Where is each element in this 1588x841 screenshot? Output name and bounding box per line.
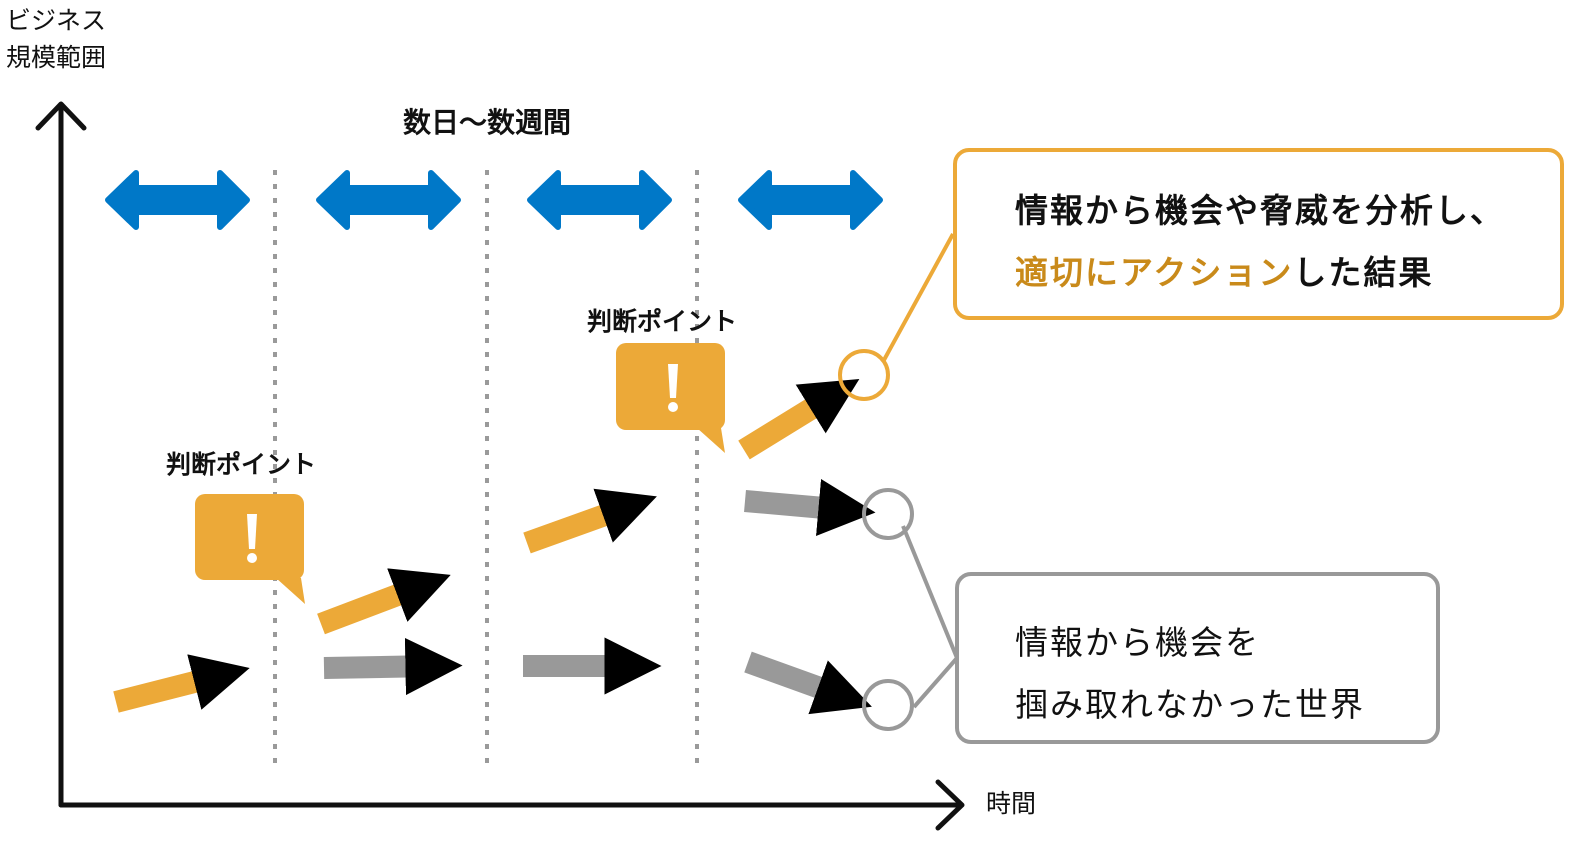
- judgment-point-label-1: 判断ポイント: [166, 450, 317, 479]
- axes: [35, 101, 965, 831]
- success-callout-highlight: 適切にアクション: [1015, 253, 1294, 292]
- success-callout-rest: した結果: [1293, 253, 1434, 292]
- failure-connector-upper: [901, 525, 959, 659]
- judgment-bubble-1: [195, 494, 305, 604]
- failure-callout-line2: 掴み取れなかった世界: [1015, 685, 1365, 724]
- success-circle: [838, 349, 890, 401]
- arrows-orange: [113, 379, 860, 713]
- judgment-point-label-2: 判断ポイント: [587, 307, 738, 336]
- period-double-arrows: [105, 170, 883, 230]
- bubble-tail: [697, 428, 725, 453]
- failure-circle-upper: [862, 488, 914, 540]
- arrows-gray: [323, 478, 876, 715]
- judgment-bubble-2: [616, 343, 725, 453]
- x-axis-label: 時間: [986, 789, 1037, 818]
- exclamation-dot: [247, 553, 257, 563]
- x-axis-arrowhead: [935, 779, 965, 831]
- period-dividers: [273, 170, 699, 765]
- gray-arrow: [744, 651, 872, 715]
- double-arrow-icon: [738, 170, 883, 230]
- failure-callout-line1: 情報から機会を: [1015, 623, 1260, 662]
- y-axis-label-line2: 規模範囲: [6, 43, 107, 72]
- exclamation-icon: [247, 514, 257, 549]
- y-axis-arrowhead: [35, 101, 87, 131]
- success-callout-line1: 情報から機会や脅威を分析し、: [1015, 191, 1505, 230]
- double-arrow-icon: [316, 170, 461, 230]
- orange-arrow: [113, 654, 250, 713]
- gray-arrow: [323, 637, 463, 696]
- bubble-tail: [276, 578, 305, 604]
- orange-arrow: [317, 568, 451, 635]
- success-callout-line2: 適切にアクションした結果: [1015, 246, 1433, 294]
- orange-arrow: [523, 488, 657, 554]
- connectors: [882, 233, 959, 709]
- failure-circle-lower: [862, 679, 914, 731]
- period-label: 数日〜数週間: [403, 106, 572, 139]
- exclamation-dot: [668, 402, 678, 412]
- y-axis-label: ビジネス 規模範囲: [6, 2, 106, 76]
- double-arrow-icon: [527, 170, 672, 230]
- outcome-circles: [838, 349, 914, 731]
- success-callout: 情報から機会や脅威を分析し、 適切にアクションした結果: [953, 148, 1564, 320]
- exclamation-icon: [668, 364, 678, 398]
- double-arrow-icon: [105, 170, 250, 230]
- gray-arrow: [744, 478, 876, 536]
- failure-callout: 情報から機会を 掴み取れなかった世界: [955, 572, 1440, 744]
- orange-arrow: [738, 379, 860, 460]
- y-axis-label-line1: ビジネス: [6, 6, 107, 35]
- success-connector: [882, 233, 955, 361]
- failure-connector-lower: [912, 656, 959, 709]
